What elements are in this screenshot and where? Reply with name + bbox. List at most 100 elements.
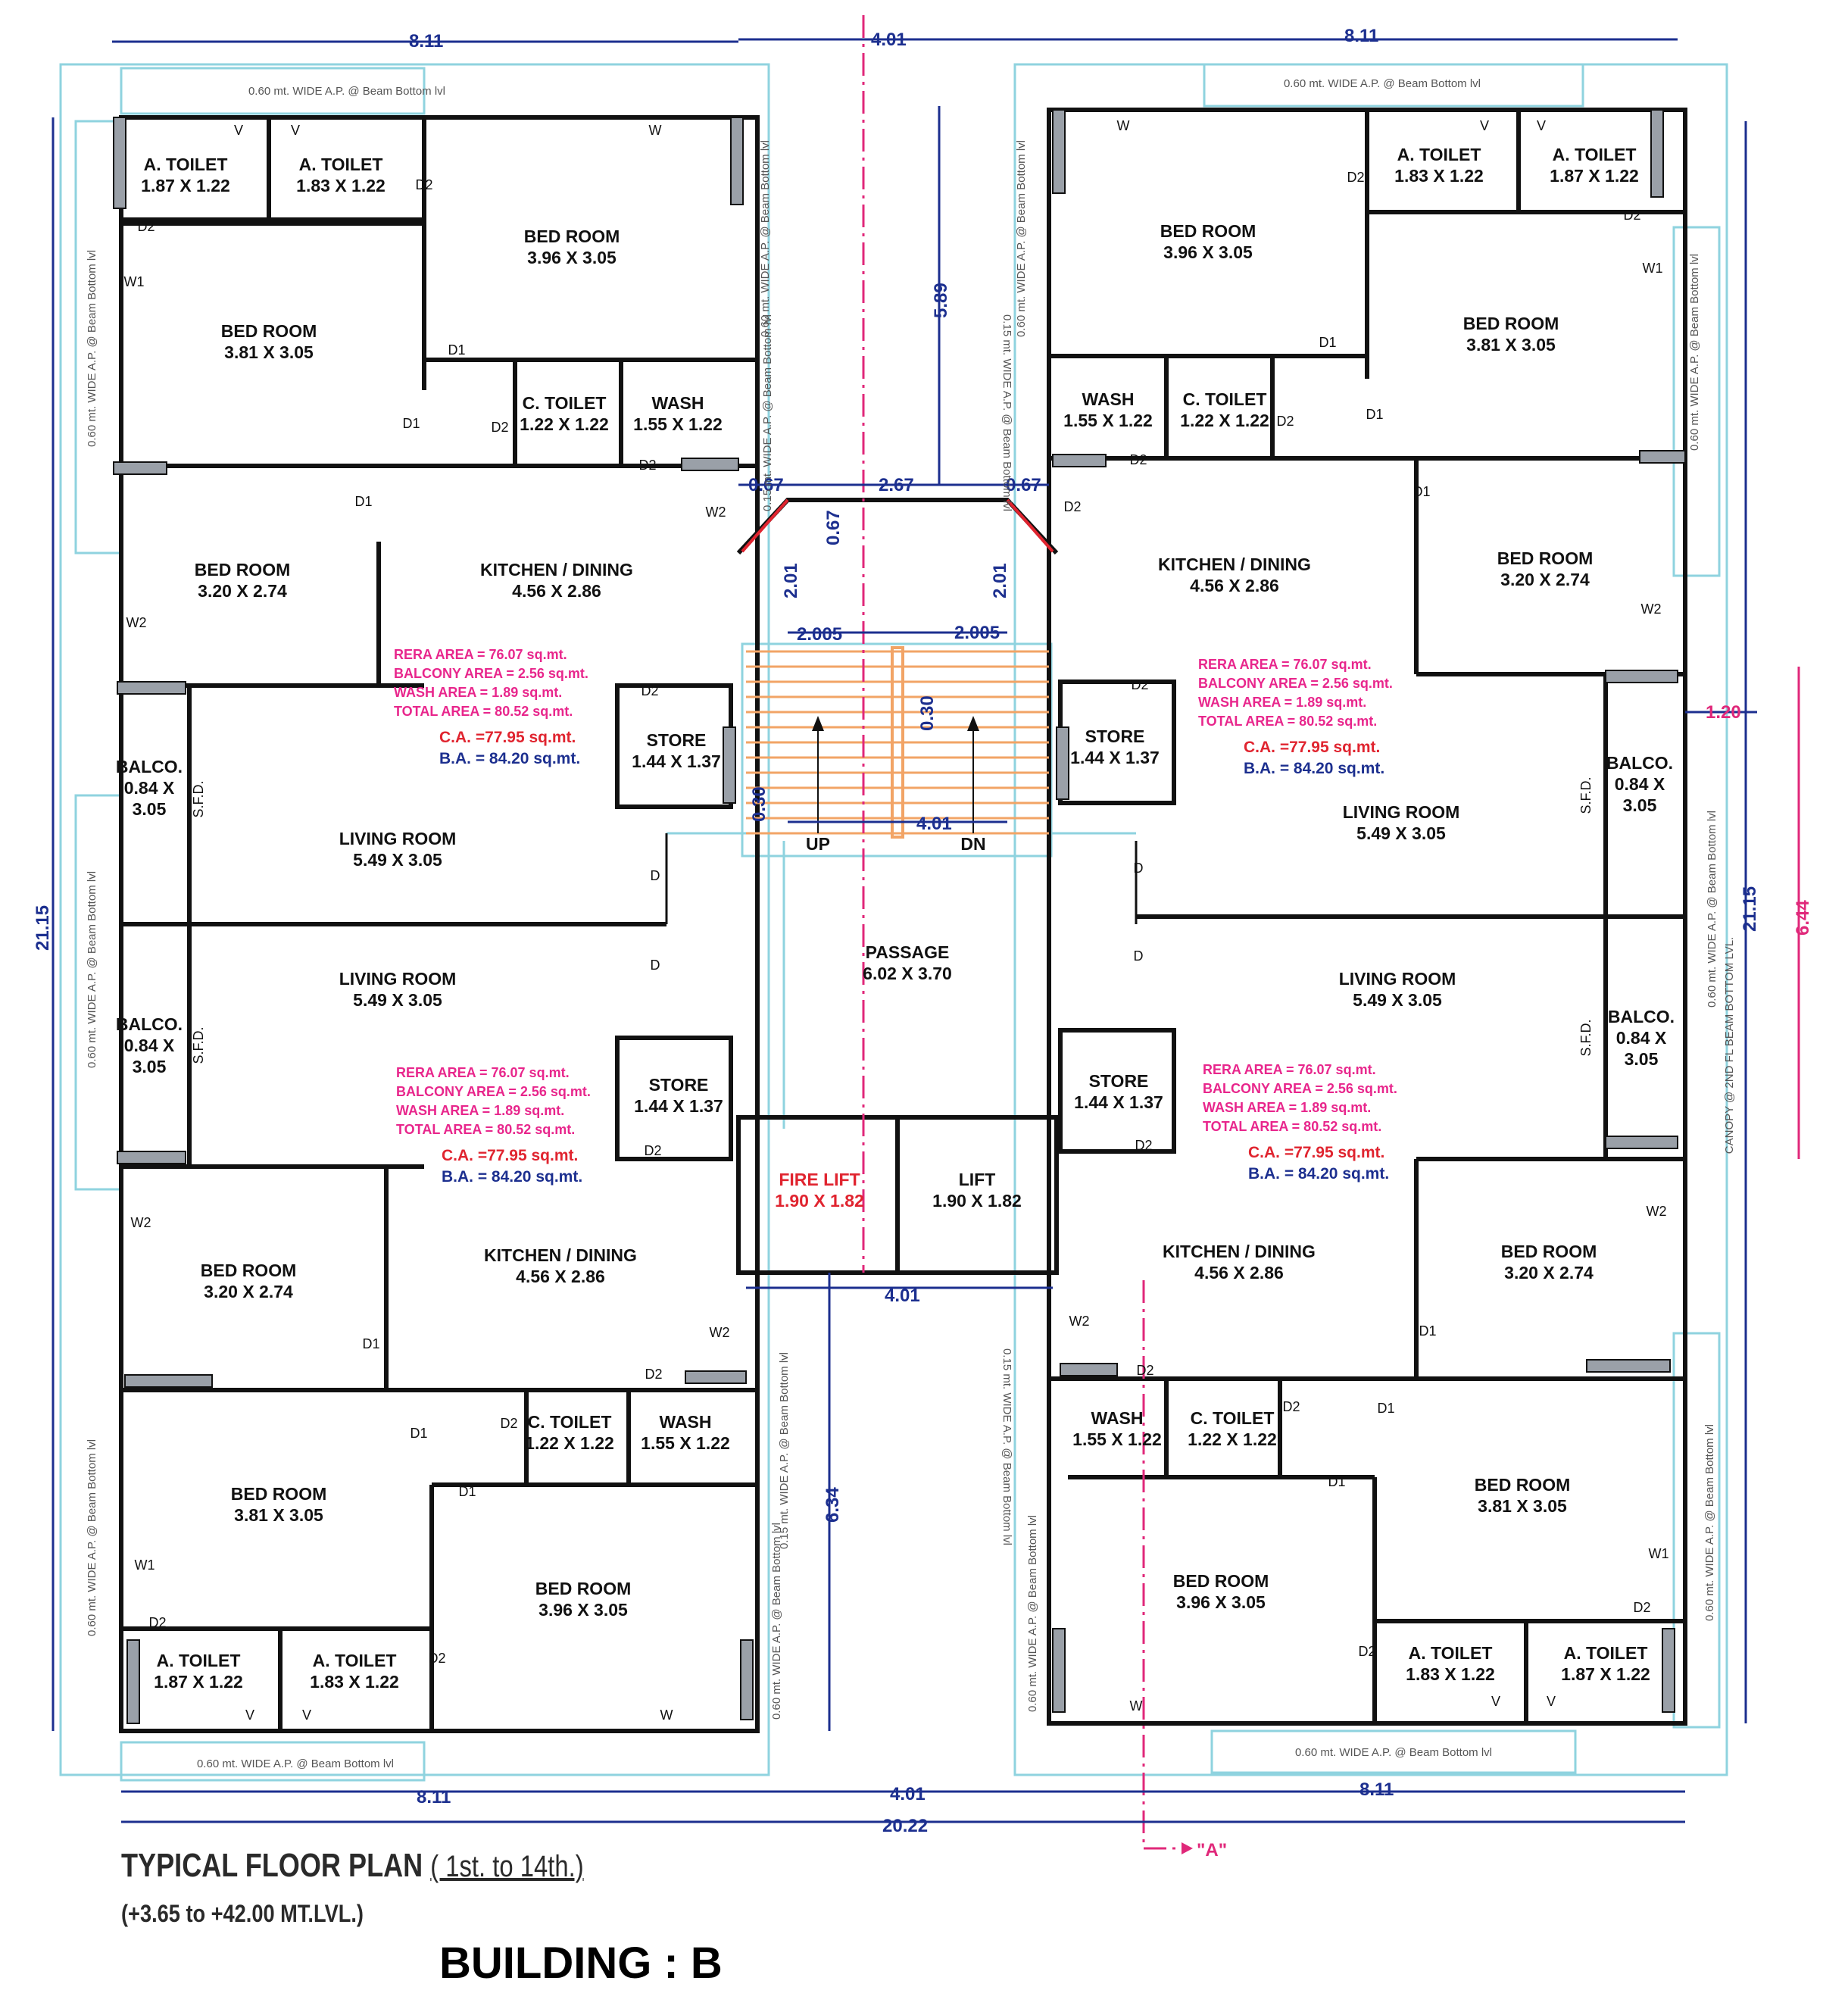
opening-tag: W bbox=[649, 123, 662, 138]
ap-note-core-bottom-right: 0.60 mt. WIDE A.P. @ Beam Bottom lvl bbox=[1026, 1515, 1039, 1712]
ap-note-top-right: 0.60 mt. WIDE A.P. @ Beam Bottom lvl bbox=[1284, 77, 1481, 90]
dim-lobby-right: 0.67 bbox=[1006, 475, 1041, 495]
opening-tag: D1 bbox=[362, 1336, 379, 1351]
sliding-door-label: S.F.D. bbox=[1578, 776, 1594, 814]
area-ba: B.A. = 84.20 sq.mt. bbox=[1248, 1165, 1389, 1183]
area-table-tr: RERA AREA = 76.07 sq.mt.BALCONY AREA = 2… bbox=[1198, 657, 1393, 777]
area-wash: WASH AREA = 1.89 sq.mt. bbox=[1198, 695, 1366, 710]
opening-tag: D1 bbox=[410, 1426, 427, 1441]
opening-tag: D1 bbox=[1366, 407, 1383, 422]
building-label: BUILDING : B bbox=[439, 1939, 723, 1988]
ap-note-small-top-left: 0.15 mt. WIDE A.P. @ Beam Bottom lvl bbox=[761, 314, 774, 511]
dimension-labels: 8.11 4.01 8.11 8.11 4.01 8.11 20.22 21.1… bbox=[33, 26, 1813, 1836]
ap-note-small-top-right: 0.15 mt. WIDE A.P. @ Beam Bottom lvl bbox=[1000, 314, 1013, 511]
plan-title: TYPICAL FLOOR PLAN ( 1st. to 14th.) bbox=[121, 1847, 584, 1885]
opening-tag: D2 bbox=[1063, 499, 1081, 514]
area-total: TOTAL AREA = 80.52 sq.mt. bbox=[1198, 714, 1377, 729]
area-rera: RERA AREA = 76.07 sq.mt. bbox=[1203, 1062, 1376, 1077]
dim-lift-width: 4.01 bbox=[885, 1286, 920, 1306]
opening-tag: D bbox=[651, 958, 660, 973]
opening-tag: V bbox=[234, 123, 243, 138]
canopy-note: CANOPY @ 2ND FL BEAM BOTTOM LVL. bbox=[1723, 937, 1736, 1154]
area-total: TOTAL AREA = 80.52 sq.mt. bbox=[1203, 1119, 1381, 1134]
opening-tag: D2 bbox=[137, 219, 155, 234]
dim-lobby-left: 0.67 bbox=[748, 475, 784, 495]
opening-tag: W2 bbox=[1641, 601, 1662, 617]
dim-total-height-right: 21.15 bbox=[1740, 886, 1760, 932]
opening-tag: D2 bbox=[491, 420, 508, 435]
dim-left-wing-bottom: 8.11 bbox=[417, 1787, 451, 1807]
opening-tag: W bbox=[1117, 118, 1130, 133]
ap-note-right-2: 0.60 mt. WIDE A.P. @ Beam Bottom lvl bbox=[1706, 811, 1718, 1008]
ap-note-left-2: 0.60 mt. WIDE A.P. @ Beam Bottom lvl bbox=[86, 871, 98, 1068]
area-wash: WASH AREA = 1.89 sq.mt. bbox=[1203, 1100, 1371, 1115]
dim-right-wing-top: 8.11 bbox=[1344, 26, 1378, 46]
dim-total-width: 20.22 bbox=[882, 1816, 928, 1836]
opening-tag: W bbox=[660, 1707, 673, 1723]
opening-tag: D1 bbox=[1419, 1323, 1436, 1339]
ap-note-right-1: 0.60 mt. WIDE A.P. @ Beam Bottom lvl bbox=[1688, 254, 1701, 451]
dim-core-top-height: 5.89 bbox=[931, 283, 951, 318]
ap-note-left-1: 0.60 mt. WIDE A.P. @ Beam Bottom lvl bbox=[86, 250, 98, 447]
ap-note-core-left: 0.60 mt. WIDE A.P. @ Beam Bottom lvl bbox=[759, 140, 772, 337]
opening-tag: D2 bbox=[1633, 1600, 1650, 1615]
opening-tag: D2 bbox=[638, 458, 656, 473]
area-table-bl: RERA AREA = 76.07 sq.mt.BALCONY AREA = 2… bbox=[396, 1065, 591, 1186]
opening-tag: D2 bbox=[645, 1367, 662, 1382]
plan-levels: (+3.65 to +42.00 MT.LVL.) bbox=[121, 1900, 364, 1927]
dim-lobby-depth-small: 0.67 bbox=[823, 510, 844, 545]
opening-tag: W2 bbox=[1647, 1204, 1667, 1219]
area-rera: RERA AREA = 76.07 sq.mt. bbox=[396, 1065, 570, 1080]
dim-right-wing-bottom: 8.11 bbox=[1359, 1779, 1394, 1800]
opening-tag: V bbox=[291, 123, 300, 138]
opening-tag: V bbox=[1480, 118, 1489, 133]
area-ba: B.A. = 84.20 sq.mt. bbox=[439, 750, 580, 767]
opening-tag: D1 bbox=[1413, 484, 1430, 499]
opening-tag: D2 bbox=[641, 683, 658, 698]
dim-stair-gap: 0.30 bbox=[917, 695, 938, 731]
right-wing-walls bbox=[1047, 108, 1687, 1726]
ap-note-small-bottom-right: 0.15 mt. WIDE A.P. @ Beam Bottom lvl bbox=[1000, 1348, 1013, 1545]
ap-note-top-left: 0.60 mt. WIDE A.P. @ Beam Bottom lvl bbox=[248, 85, 445, 98]
opening-tag: V bbox=[1547, 1694, 1556, 1709]
sliding-door-label: S.F.D. bbox=[191, 780, 206, 817]
opening-tag: W1 bbox=[1643, 261, 1663, 276]
opening-tag: D2 bbox=[1347, 170, 1364, 185]
area-total: TOTAL AREA = 80.52 sq.mt. bbox=[394, 704, 573, 719]
plan-title-text: TYPICAL FLOOR PLAN bbox=[121, 1847, 423, 1884]
opening-tag: W1 bbox=[124, 274, 145, 289]
opening-tag: D1 bbox=[458, 1484, 476, 1499]
ap-note-left-3: 0.60 mt. WIDE A.P. @ Beam Bottom lvl bbox=[86, 1439, 98, 1636]
opening-tag: D2 bbox=[500, 1416, 517, 1431]
opening-tag: D2 bbox=[1623, 208, 1640, 223]
area-ca: C.A. =77.95 sq.mt. bbox=[442, 1147, 578, 1164]
opening-tag: D1 bbox=[1319, 335, 1336, 350]
area-ca: C.A. =77.95 sq.mt. bbox=[439, 729, 576, 746]
ap-note-right-3: 0.60 mt. WIDE A.P. @ Beam Bottom lvl bbox=[1703, 1424, 1716, 1621]
opening-tag: D2 bbox=[1358, 1644, 1375, 1659]
section-line: "A" bbox=[862, 15, 1227, 1860]
opening-tag: D2 bbox=[1276, 414, 1294, 429]
opening-tag: W2 bbox=[126, 615, 147, 630]
opening-tag: W2 bbox=[706, 505, 726, 520]
